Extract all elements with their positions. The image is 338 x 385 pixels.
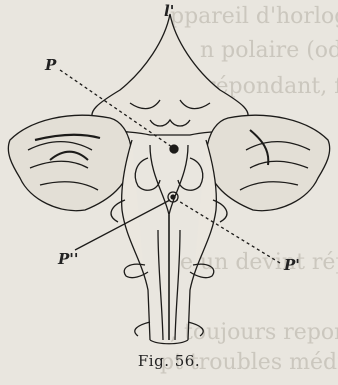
- label-p-double-prime: P'': [58, 250, 78, 268]
- label-p-prime: P': [284, 256, 300, 274]
- label-l-prime: l': [164, 2, 174, 20]
- label-p: P: [45, 56, 56, 74]
- figure-caption: Fig. 56.: [0, 352, 338, 370]
